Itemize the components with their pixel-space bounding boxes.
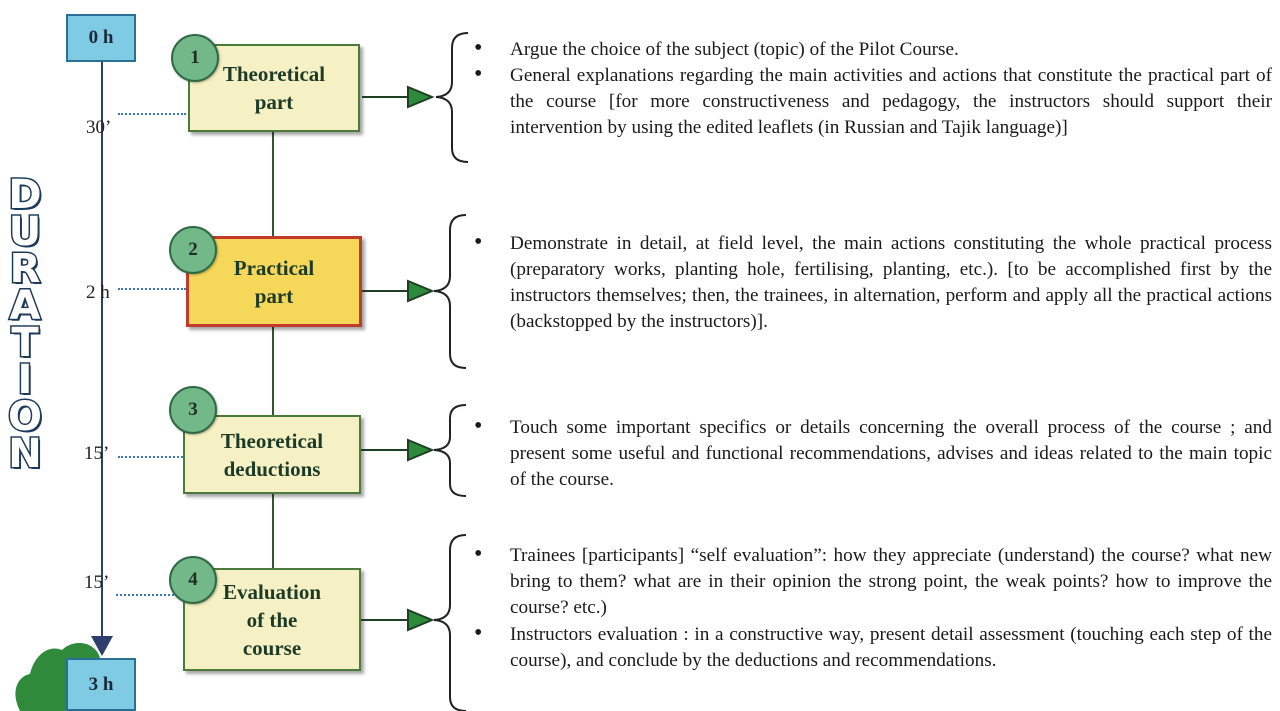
detail-text: Instructors evaluation : in a constructi… (510, 624, 1272, 671)
bullet: • (474, 61, 483, 87)
duration-letter: T (10, 320, 40, 366)
time-mark-2: 2 h (86, 282, 110, 303)
brace-icon (433, 404, 467, 497)
step-number-badge: 1 (171, 34, 219, 82)
bullet: • (474, 620, 483, 646)
step-label: Evaluation of the course (222, 579, 322, 660)
bullet: • (474, 541, 483, 567)
step-connector (272, 493, 274, 569)
step-number-badge: 4 (169, 556, 217, 604)
time-start-box: 0 h (66, 14, 136, 62)
time-end-box: 3 h (66, 658, 136, 711)
duration-letter: R (8, 246, 42, 292)
duration-letter: D (7, 172, 43, 218)
arrow-right-icon (362, 279, 435, 303)
time-mark-2-leader (118, 288, 186, 290)
step-box-theoretical-deductions: Theoretical deductions (183, 415, 361, 494)
duration-letter: I (16, 357, 34, 403)
duration-letter: N (7, 431, 43, 477)
time-mark-3-leader (118, 456, 183, 458)
timeline-arrowhead (91, 636, 113, 656)
timeline-line (101, 62, 103, 642)
detail-text: Argue the choice of the subject (topic) … (510, 39, 959, 60)
detail-text: Trainees [participants] “self evaluation… (510, 545, 1272, 618)
bullet: • (474, 35, 483, 61)
step-label: Theoretical deductions (220, 428, 324, 481)
arrow-right-icon (362, 85, 435, 109)
arrow-right-icon (361, 608, 435, 632)
time-mark-1-leader (118, 113, 186, 115)
time-mark-3: 15’ (84, 443, 110, 464)
bullet: • (474, 413, 483, 439)
step-label: Theoretical part (222, 62, 326, 114)
detail-text: Demonstrate in detail, at field level, t… (510, 233, 1272, 332)
duration-letter: O (6, 394, 43, 440)
duration-letter: A (8, 283, 42, 329)
step-connector (272, 326, 274, 416)
time-mark-4-leader (116, 594, 182, 596)
step-number-badge: 3 (169, 386, 217, 434)
time-mark-4: 15’ (84, 572, 110, 593)
detail-text: Touch some important specifics or detail… (510, 417, 1272, 490)
detail-text: General explanations regarding the main … (510, 65, 1272, 138)
brace-icon (433, 534, 467, 711)
brace-icon (433, 214, 467, 369)
step-number-badge: 2 (169, 226, 217, 274)
time-mark-1: 30’ (86, 117, 112, 138)
arrow-right-icon (361, 438, 435, 462)
step-label: Practical part (233, 255, 315, 308)
step-connector (272, 132, 274, 238)
bullet: • (474, 229, 483, 255)
duration-letter: U (7, 209, 42, 255)
brace-icon (435, 32, 469, 163)
